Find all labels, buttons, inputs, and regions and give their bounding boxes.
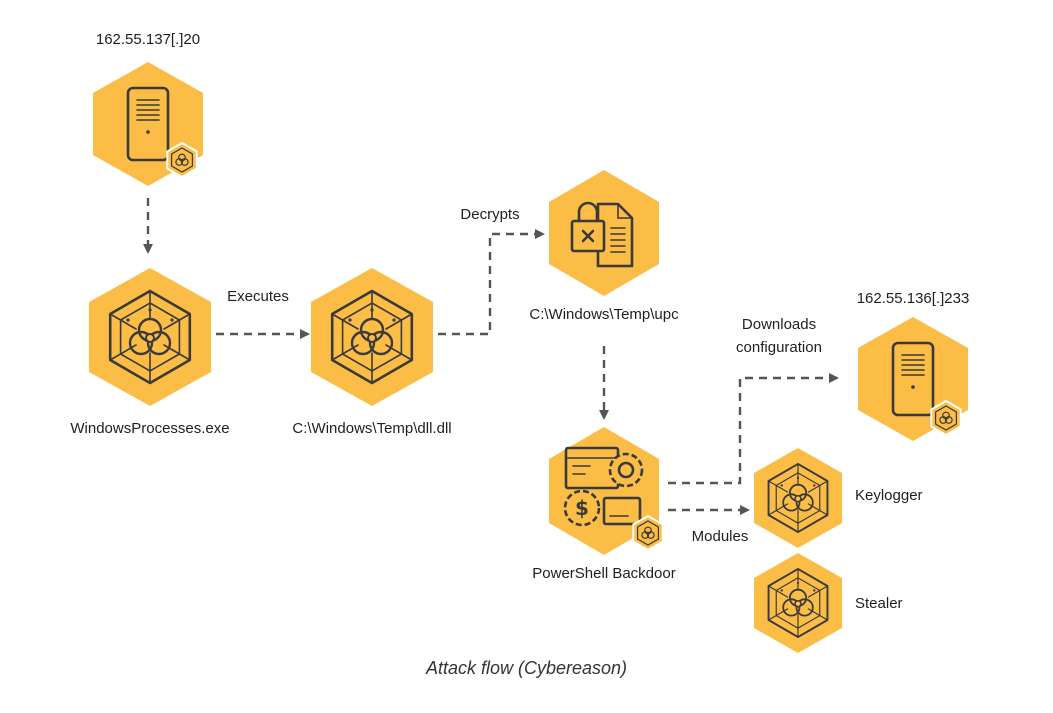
edge-label-modules: Modules xyxy=(692,528,749,545)
biohazard-badge-icon xyxy=(166,142,198,178)
node-label: PowerShell Backdoor xyxy=(532,565,675,582)
arrow-downloads-configuration xyxy=(668,373,839,485)
edge-label-downloads: Downloads xyxy=(742,316,816,333)
arrows xyxy=(143,198,839,515)
node-dll: C:\Windows\Temp\dll.dll xyxy=(292,268,452,437)
node-stealer: Stealer xyxy=(754,553,903,653)
arrow-decrypts xyxy=(438,229,545,336)
node-server-162-55-137-20: 162.55.137[.]20 xyxy=(93,31,203,186)
svg-text:$: $ xyxy=(575,496,589,520)
figure-caption: Attack flow (Cybereason) xyxy=(425,658,628,678)
node-label: C:\Windows\Temp\upc xyxy=(529,306,679,323)
node-label: C:\Windows\Temp\dll.dll xyxy=(292,420,451,437)
edge-label-decrypts: Decrypts xyxy=(460,206,519,223)
gears-script-icon: $ xyxy=(563,446,644,527)
node-label: 162.55.137[.]20 xyxy=(96,31,200,48)
node-label: 162.55.136[.]233 xyxy=(857,290,970,307)
node-upc: C:\Windows\Temp\upc xyxy=(529,170,679,323)
encrypted-file-icon xyxy=(570,201,634,268)
node-label: WindowsProcesses.exe xyxy=(70,420,229,437)
node-keylogger: Keylogger xyxy=(754,448,923,548)
node-powershell-backdoor: $ PowerShell Backdoor xyxy=(532,427,676,582)
node-server-162-55-136-233: 162.55.136[.]233 xyxy=(857,290,970,441)
node-windows-processes-exe: WindowsProcesses.exe xyxy=(70,268,230,437)
edge-label-executes: Executes xyxy=(227,288,289,305)
node-label: Keylogger xyxy=(855,487,923,504)
biohazard-badge-icon xyxy=(632,515,664,551)
edge-label-configuration: configuration xyxy=(736,339,822,356)
node-label: Stealer xyxy=(855,595,903,612)
biohazard-badge-icon xyxy=(930,400,962,436)
